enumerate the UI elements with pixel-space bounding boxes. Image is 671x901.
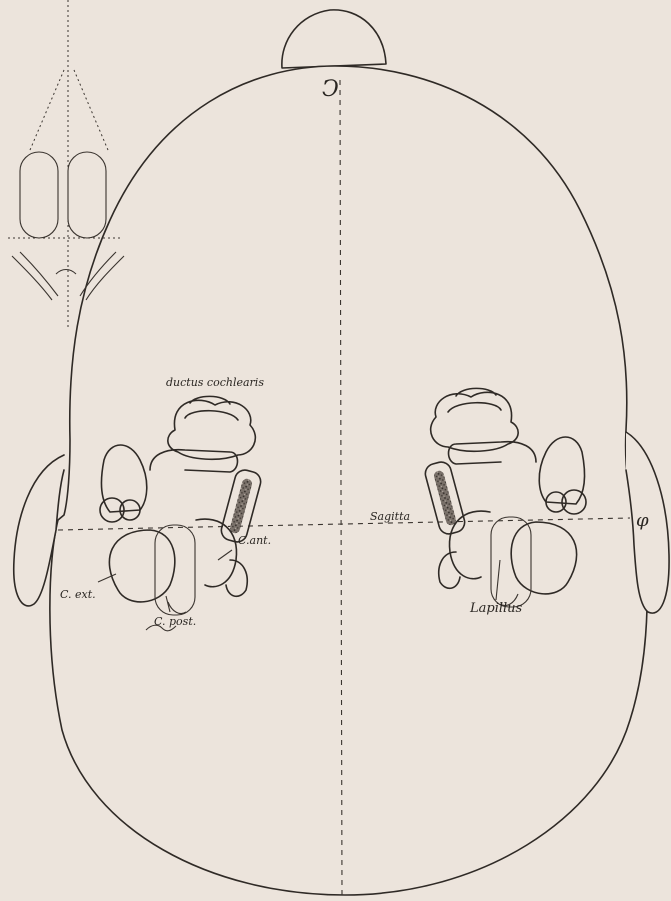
label-c-ant: C.ant. [238, 534, 271, 547]
label-top-mark: Ↄ [322, 77, 339, 102]
label-sagitta: Sagitta [370, 510, 410, 523]
label-phi: φ [636, 510, 649, 531]
label-c-ext: C. ext. [60, 588, 96, 601]
label-lapillus: Lapillus [469, 601, 523, 616]
snout-lobe [282, 10, 386, 68]
label-c-post: C. post. [154, 615, 196, 628]
label-ductus-cochlearis: ductus cochlearis [166, 376, 264, 389]
